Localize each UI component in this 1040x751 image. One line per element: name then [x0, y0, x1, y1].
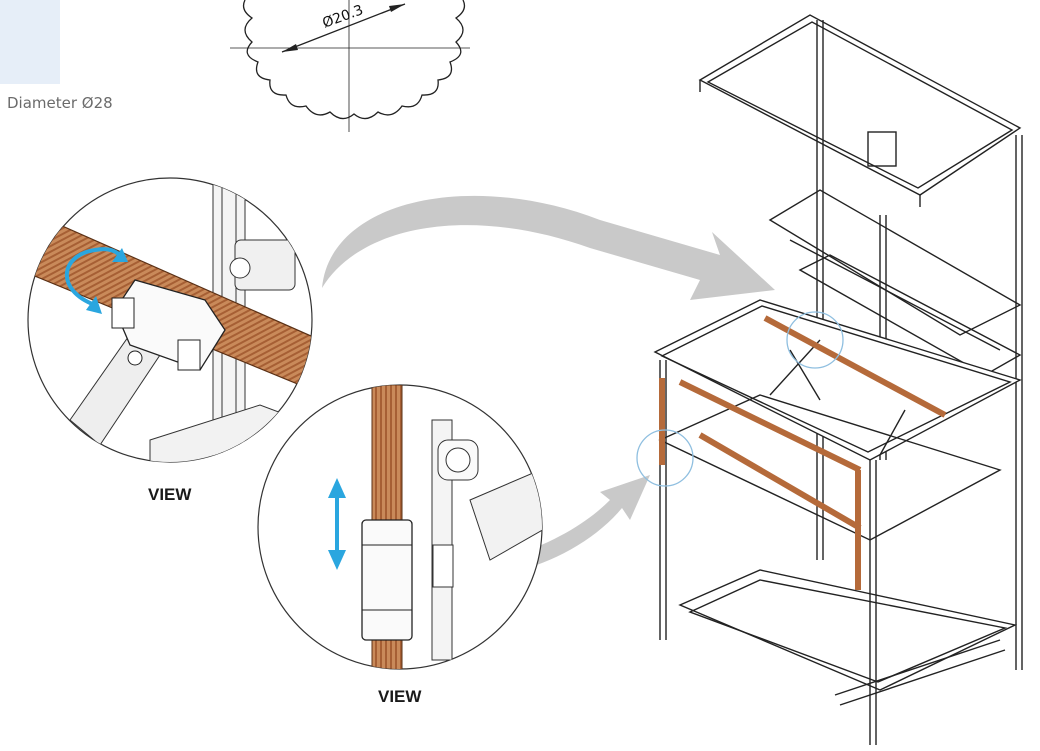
diameter-caption: Diameter Ø28 [7, 94, 113, 112]
detail-view-rotation [27, 177, 313, 463]
view-label-1: VIEW [148, 485, 192, 504]
tube-cross-section [230, 0, 470, 132]
vertical-double-arrow-icon [328, 478, 346, 570]
dimension-label: Ø20.3 [320, 2, 365, 31]
callout-arrow-lower-icon [515, 475, 650, 570]
highlight-joint-upper [786, 311, 844, 369]
rotate-arrow-icon [64, 247, 124, 307]
view-label-2: VIEW [378, 687, 422, 706]
detail-view-vertical [257, 384, 543, 670]
highlight-joint-lower [636, 429, 694, 487]
copper-tubes [659, 315, 947, 590]
color-swatch [0, 0, 60, 84]
callout-arrow-icon [322, 195, 775, 300]
rack-frame-drawing [653, 14, 1023, 745]
